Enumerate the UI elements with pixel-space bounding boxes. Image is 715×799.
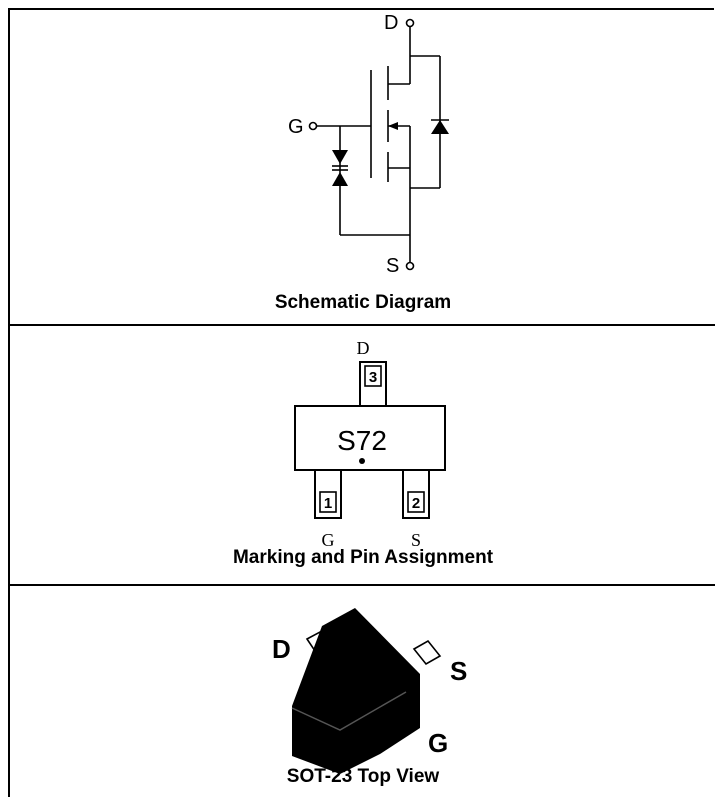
pin-label-s: S: [386, 255, 399, 277]
pin1-number: 1: [324, 495, 332, 512]
marking-code: S72: [337, 425, 387, 456]
zener-diode-upper: [332, 150, 348, 164]
channel-arrow: [388, 122, 398, 130]
marking-top-label: D: [357, 338, 370, 358]
marking-diagram: D 3 S72 1 2 G S: [294, 338, 446, 550]
package-body-3d: [292, 608, 420, 774]
marking-caption: Marking and Pin Assignment: [232, 547, 494, 568]
lead-s: [412, 639, 442, 666]
pin1-box: [319, 491, 337, 513]
mosfet-schematic: D G S: [288, 12, 449, 277]
package-label-g: G: [428, 728, 448, 758]
package-body: [294, 405, 446, 471]
schematic-caption: Schematic Diagram: [274, 292, 452, 313]
drain-terminal: [405, 18, 415, 28]
marking-label-s: S: [411, 530, 421, 550]
sot23-drawing: D S G: [272, 608, 467, 774]
gate-terminal: [308, 121, 318, 131]
pin1-dot: [359, 458, 365, 464]
package-label-s: S: [450, 656, 467, 686]
diagram-table: D G S Schematic Diagram D 3: [8, 8, 715, 799]
marking-label-g: G: [322, 530, 335, 550]
marking-cell: D 3 S72 1 2 G S Marking and Pin Assignme…: [10, 326, 715, 586]
package-cell: D S G SOT-23 Top View: [10, 586, 715, 799]
pin-label-g: G: [288, 116, 304, 138]
pin3-box: [364, 365, 382, 387]
pin2-number: 2: [412, 495, 420, 512]
package-label-d: D: [272, 634, 291, 664]
package-caption: SOT-23 Top View: [286, 766, 440, 787]
pin-label-d: D: [384, 12, 398, 34]
schematic-cell: D G S Schematic Diagram: [10, 10, 715, 326]
pin3-number: 3: [369, 369, 377, 386]
source-terminal: [405, 261, 415, 271]
pin2-box: [407, 491, 425, 513]
body-diode: [431, 120, 449, 134]
zener-diode-lower: [332, 172, 348, 186]
